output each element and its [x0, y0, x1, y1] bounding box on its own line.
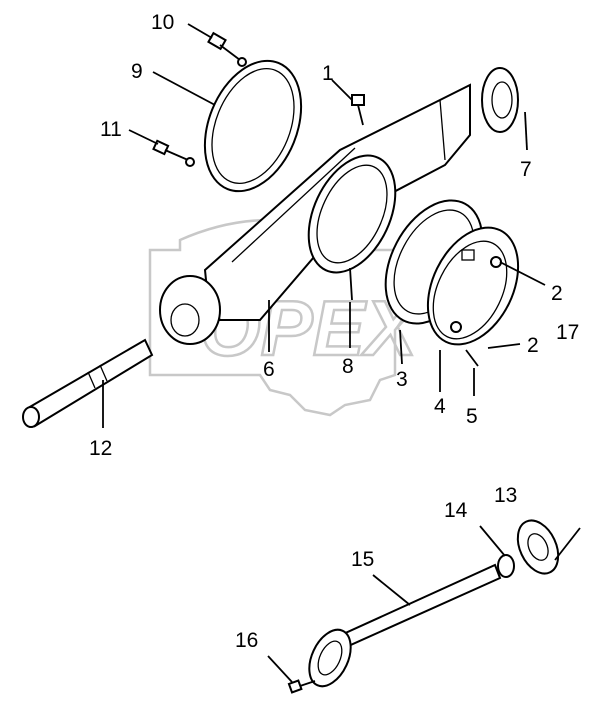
callout-10: 10 — [151, 11, 174, 34]
callout-12: 12 — [89, 437, 112, 460]
callout-15: 15 — [351, 548, 374, 571]
callout-2-top: 2 — [551, 282, 563, 305]
shaft-15 — [308, 554, 515, 688]
callout-3: 3 — [396, 368, 408, 391]
callout-7: 7 — [520, 158, 532, 181]
shaft-12 — [22, 338, 154, 428]
callout-2-bottom: 2 — [527, 334, 539, 357]
callout-1: 1 — [322, 62, 334, 85]
callout-4: 4 — [434, 395, 446, 418]
callout-6: 6 — [263, 358, 275, 381]
washer-13 — [516, 519, 560, 575]
bolt-1 — [351, 94, 365, 126]
callout-5: 5 — [466, 405, 478, 428]
bolt-5 — [465, 349, 479, 367]
callout-13: 13 — [494, 484, 517, 507]
callout-9: 9 — [131, 60, 143, 83]
leader-lines — [102, 23, 581, 683]
bolt-10 — [207, 31, 247, 67]
callout-16: 16 — [235, 629, 258, 652]
bolt-11 — [152, 139, 195, 167]
callout-8: 8 — [342, 355, 354, 378]
callout-17: 17 — [556, 321, 579, 344]
bolt-16 — [287, 679, 316, 694]
gasket-ring-9 — [203, 59, 303, 193]
ring-8 — [307, 154, 397, 301]
callout-11: 11 — [100, 118, 122, 141]
callout-14: 14 — [444, 499, 468, 522]
callout-labels: 10 9 11 1 7 2 17 2 6 8 3 4 5 12 13 14 15… — [89, 11, 579, 652]
